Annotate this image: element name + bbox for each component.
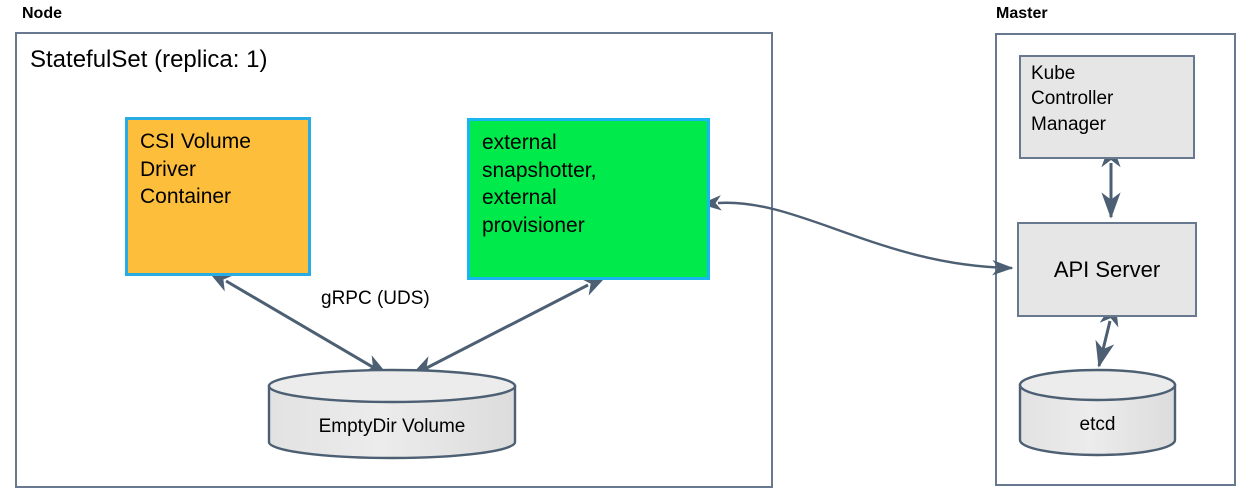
grpc-uds-edge-label: gRPC (UDS) [321,288,430,309]
api-server-box[interactable]: API Server [1017,222,1197,317]
etcd-label: etcd [1079,414,1116,435]
master-group-caption: Master [996,5,1048,22]
external-snapshotter-provisioner-box[interactable]: external snapshotter, external provision… [467,118,710,280]
kube-controller-manager-box[interactable]: Kube Controller Manager [1019,55,1195,159]
node-group-caption: Node [22,5,62,22]
csi-volume-driver-container-box[interactable]: CSI Volume Driver Container [125,117,311,276]
statefulset-title: StatefulSet (replica: 1) [30,46,268,73]
etcd-node[interactable]: etcd [1020,370,1175,456]
emptydir-volume-node[interactable]: EmptyDir Volume [269,370,515,458]
emptydir-volume-label: EmptyDir Volume [318,416,466,437]
